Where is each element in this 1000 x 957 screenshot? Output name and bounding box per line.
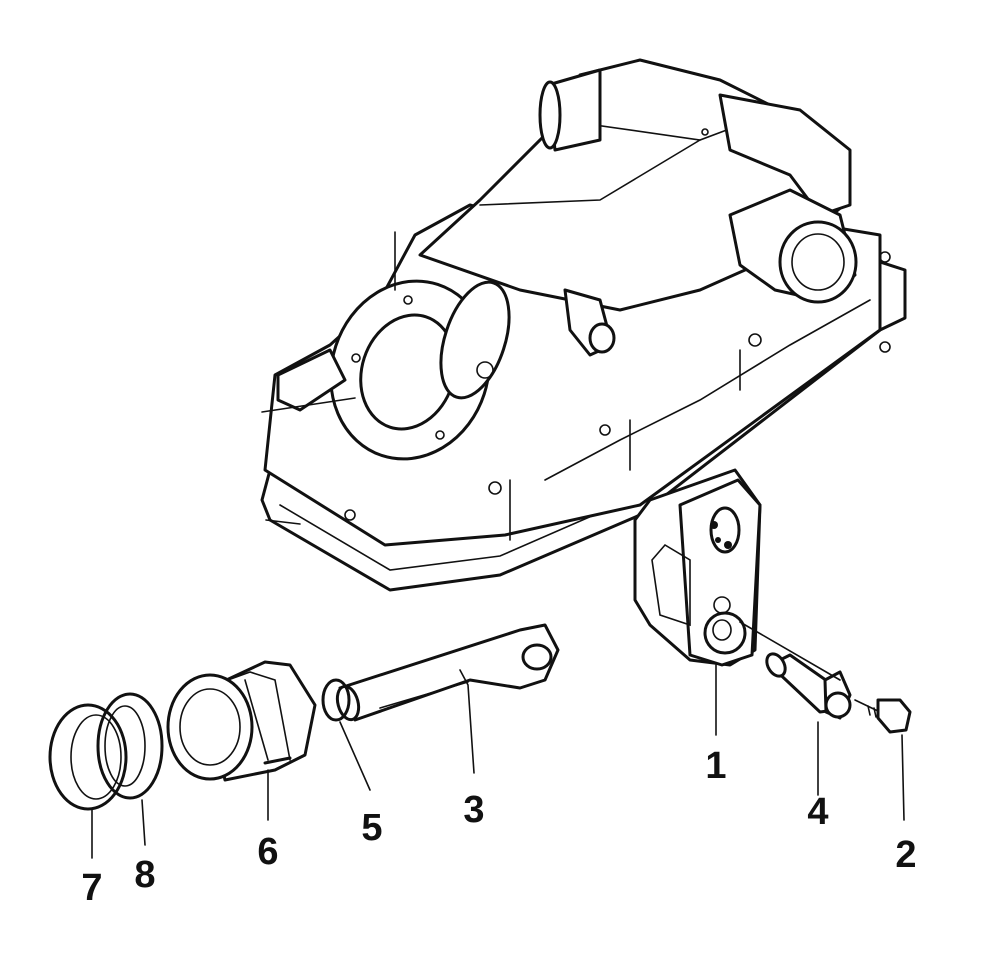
part-label-8: 8 bbox=[134, 854, 155, 896]
part-label-2: 2 bbox=[895, 834, 916, 876]
part-label-5: 5 bbox=[361, 807, 382, 849]
part-label-1: 1 bbox=[705, 745, 726, 787]
part-label-4: 4 bbox=[807, 791, 828, 833]
part-6-piston bbox=[166, 660, 317, 821]
lift-housing bbox=[260, 58, 907, 592]
part-5-o-ring bbox=[321, 678, 371, 791]
part-8-seal-ring bbox=[96, 692, 164, 846]
part-7-snap-ring bbox=[48, 703, 128, 859]
part-4-pin bbox=[739, 621, 852, 796]
part-2-bolt bbox=[854, 698, 912, 821]
part-label-3: 3 bbox=[463, 789, 484, 831]
part-3-connecting-rod bbox=[335, 623, 560, 774]
part-1-lift-arm bbox=[633, 468, 762, 736]
part-label-6: 6 bbox=[257, 831, 278, 873]
part-label-7: 7 bbox=[81, 867, 102, 909]
